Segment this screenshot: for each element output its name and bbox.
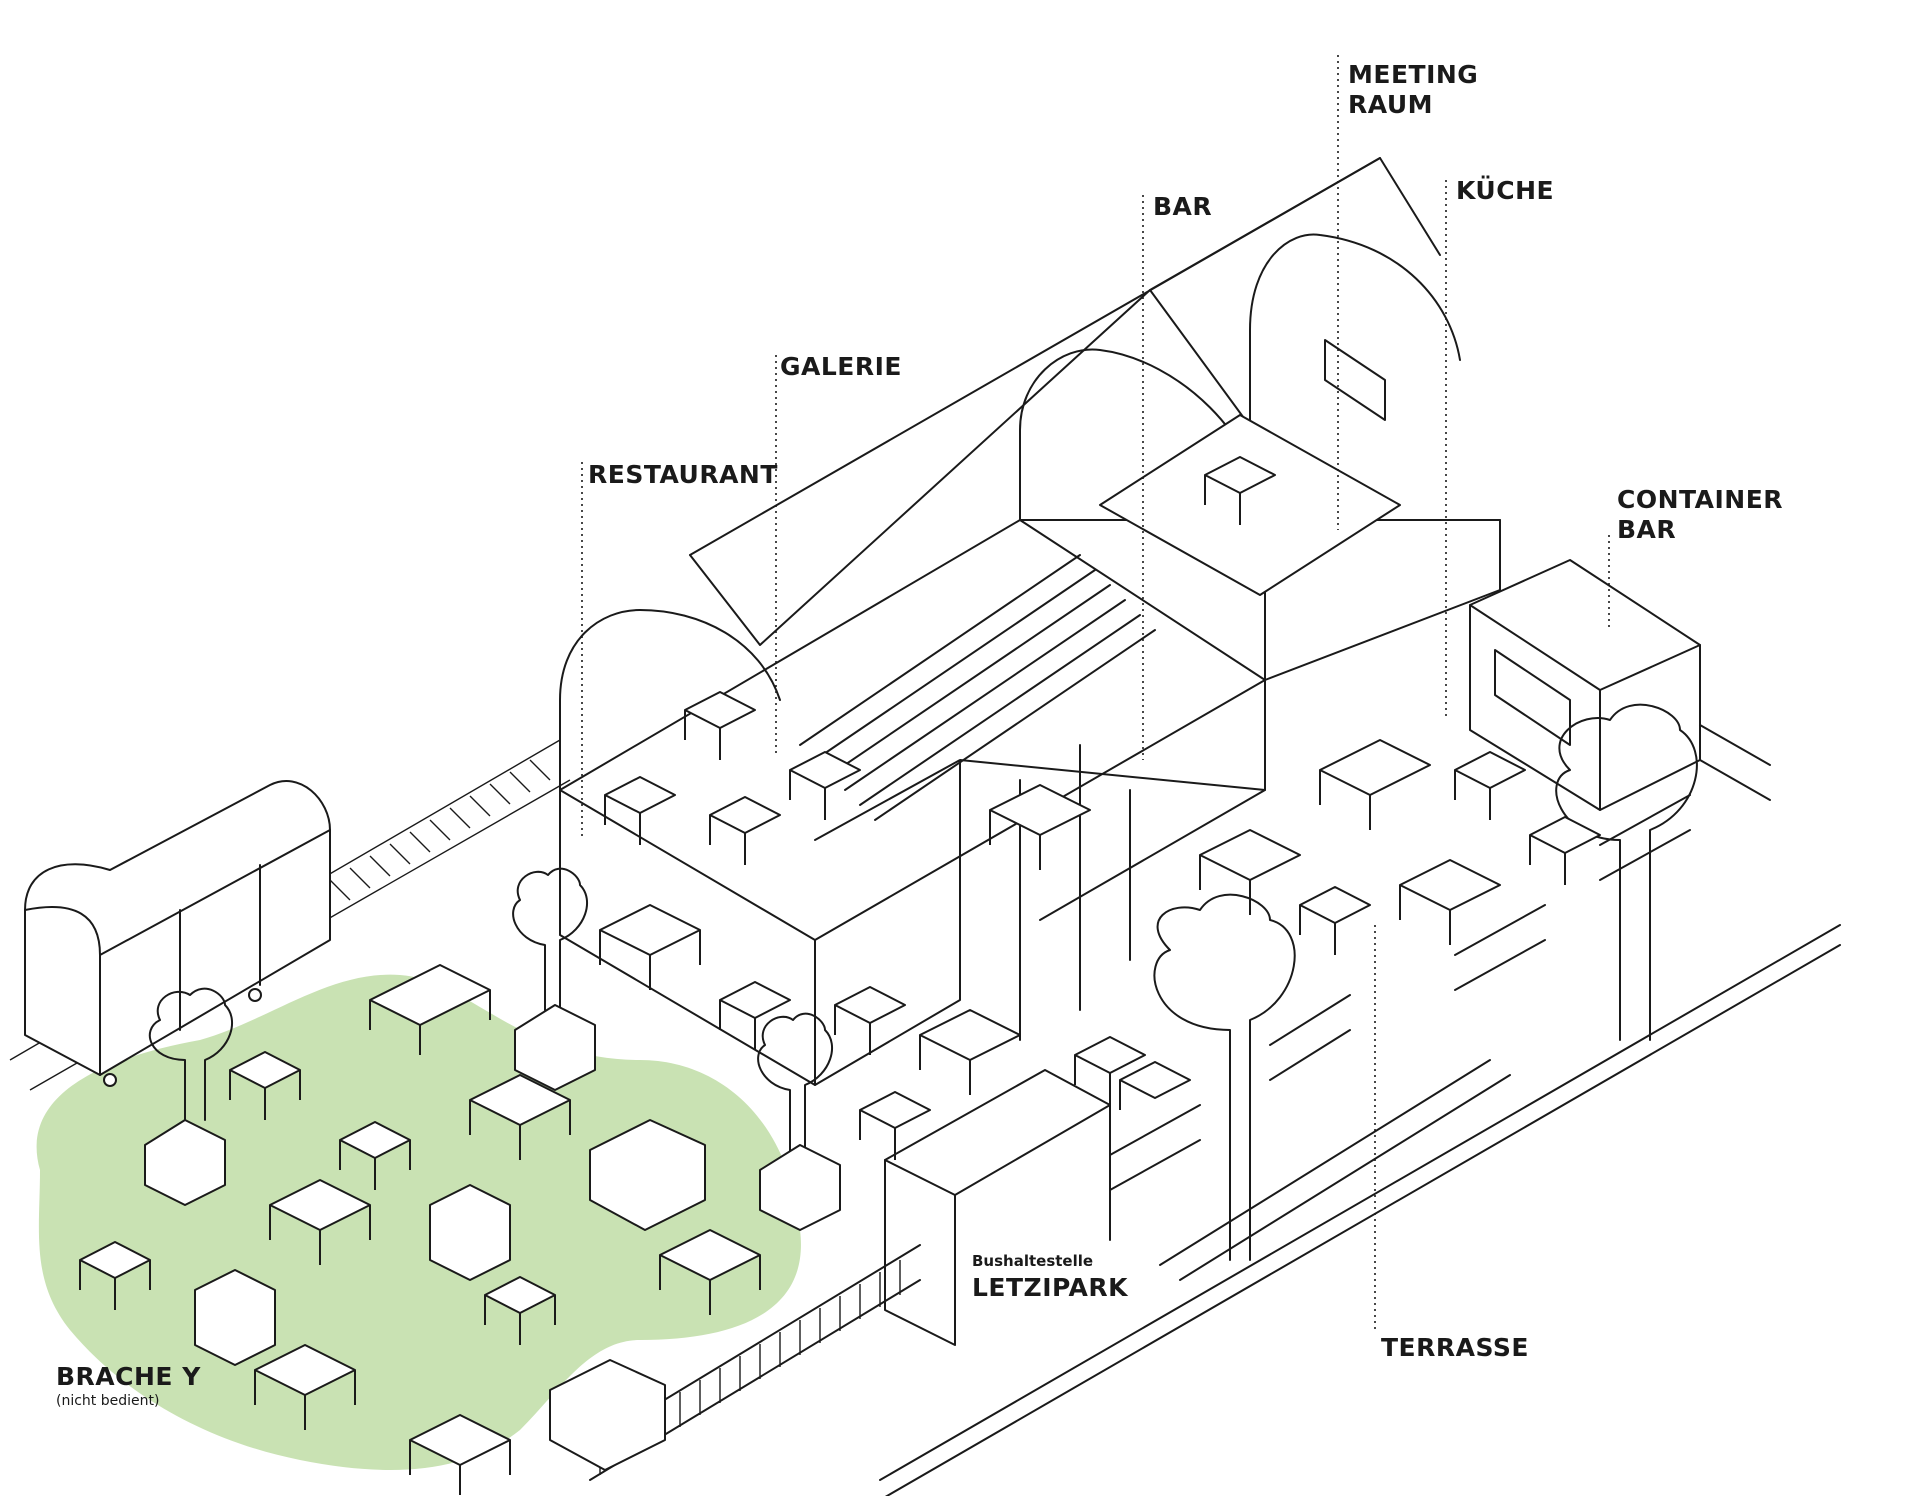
street [879, 924, 1841, 1496]
label-bar: BAR [1153, 192, 1213, 221]
trees [148, 703, 1698, 1261]
rail-wagon [24, 780, 331, 1087]
label-meeting-line1: MEETING [1348, 60, 1479, 89]
label-meeting-raum: MEETING RAUM [1348, 60, 1478, 120]
label-brache-y: BRACHE Y [56, 1362, 201, 1391]
label-container-line2: BAR [1617, 515, 1677, 544]
label-container-bar: CONTAINER BAR [1617, 485, 1783, 545]
leader-lines [581, 55, 1610, 1330]
label-letzipark: LETZIPARK [972, 1273, 1128, 1302]
label-terrasse: TERRASSE [1381, 1333, 1529, 1362]
label-brache-note: (nicht bedient) [56, 1393, 160, 1409]
label-container-line1: CONTAINER [1617, 485, 1784, 514]
main-hall [559, 157, 1501, 1086]
label-kueche: KÜCHE [1456, 176, 1555, 205]
label-bushaltestelle: Bushaltestelle [972, 1252, 1094, 1270]
tables [79, 456, 1601, 1495]
label-restaurant: RESTAURANT [588, 460, 778, 489]
planters [144, 1004, 841, 1471]
label-galerie: GALERIE [780, 352, 903, 381]
label-meeting-line2: RAUM [1348, 90, 1434, 119]
